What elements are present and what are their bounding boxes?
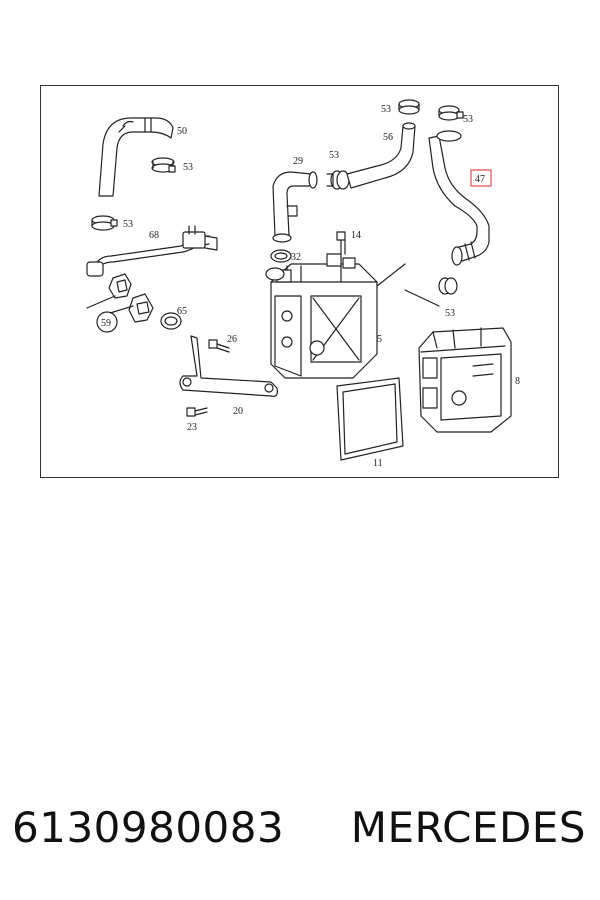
- brand-name: MERCEDES: [350, 803, 586, 852]
- callout-20: 20: [233, 406, 243, 417]
- leader-line-5: [376, 263, 406, 287]
- bolt-part-14: [336, 231, 346, 255]
- leader-line-5b: [404, 289, 440, 307]
- clamp-part-53-a: [151, 157, 176, 173]
- parts-diagram-drawing: 50 53 53 68 59 65 26 20 23 29 53 53 56 5…: [86, 99, 520, 469]
- callout-53-a: 53: [183, 162, 193, 173]
- clamp-part-53-c: [326, 170, 350, 190]
- hose-part-50: [98, 117, 174, 197]
- bracket-part-20: [179, 335, 278, 397]
- callout-26: 26: [227, 334, 237, 345]
- oring-part-65: [160, 312, 182, 330]
- callout-53-c: 53: [329, 150, 339, 161]
- callout-53-d: 53: [381, 104, 391, 115]
- hose-part-47: [428, 130, 490, 266]
- callout-14: 14: [351, 230, 361, 241]
- clamp-part-53-d: [398, 99, 420, 115]
- bolt-part-23: [186, 407, 208, 417]
- footer-bar: 6130980083 MERCEDES: [0, 795, 600, 875]
- highlight-box-47: [470, 169, 492, 187]
- fitting-part-59: [86, 273, 154, 333]
- callout-11: 11: [373, 458, 383, 469]
- part-number: 6130980083: [12, 803, 285, 852]
- callout-50: 50: [177, 126, 187, 137]
- bolt-part-26: [208, 339, 230, 353]
- callout-65: 65: [177, 306, 187, 317]
- gasket-part-11: [336, 377, 404, 461]
- housing-part-5: [265, 253, 378, 379]
- oring-part-32: [270, 249, 292, 263]
- callout-8: 8: [515, 376, 520, 387]
- clamp-part-53-e: [438, 105, 464, 121]
- cable-part-68: [86, 225, 218, 277]
- callout-56: 56: [383, 132, 393, 143]
- clamp-part-53-f: [438, 277, 458, 295]
- callout-68: 68: [149, 230, 159, 241]
- hose-part-56: [346, 122, 416, 189]
- callout-59: 59: [101, 318, 111, 329]
- control-unit-part-8: [418, 327, 512, 433]
- parts-diagram: 50 53 53 68 59 65 26 20 23 29 53 53 56 5…: [40, 85, 559, 478]
- callout-53-b: 53: [123, 219, 133, 230]
- callout-32: 32: [291, 252, 301, 263]
- clamp-part-53-b: [91, 215, 118, 231]
- callout-29: 29: [293, 156, 303, 167]
- elbow-part-29: [272, 171, 318, 243]
- callout-47: 47: [475, 174, 485, 185]
- callout-23: 23: [187, 422, 197, 433]
- callout-53-f: 53: [445, 308, 455, 319]
- callout-5: 5: [377, 334, 382, 345]
- callout-53-e: 53: [463, 114, 473, 125]
